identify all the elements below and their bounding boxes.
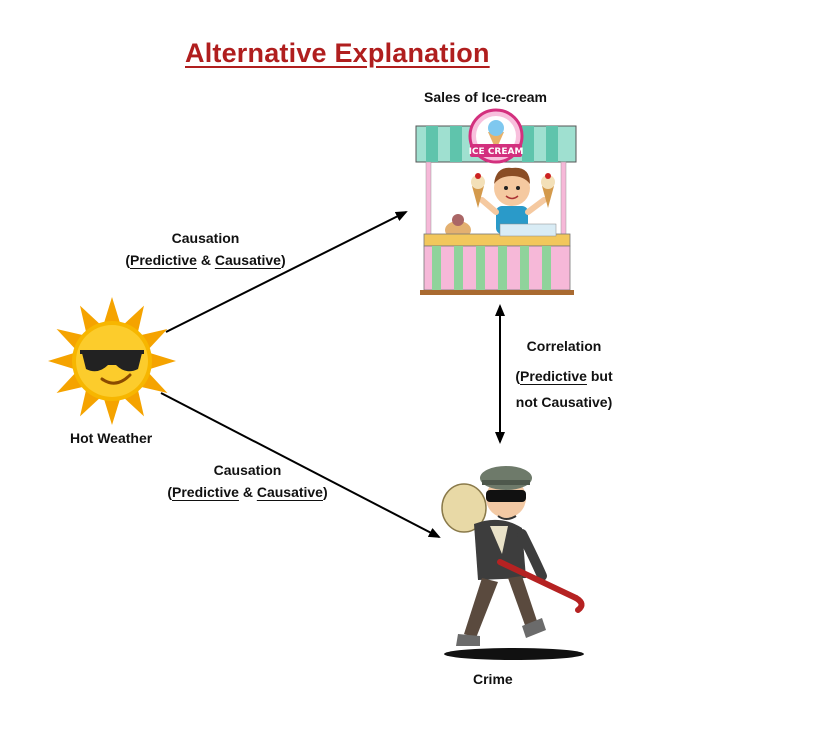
edge-label-correlation-line1: Correlation: [526, 338, 602, 354]
diagram-title: Alternative Explanation: [185, 38, 490, 68]
hot-weather-label: Hot Weather: [70, 430, 153, 446]
edge-label-correlation: Correlation (Predictive but not Causativ…: [504, 333, 624, 415]
edge-label-lower: Causation (Predictive & Causative): [160, 459, 335, 503]
burglar-icon: [441, 466, 585, 660]
edge-label-correlation-line2: (Predictive but: [515, 368, 613, 384]
edge-label-lower-line1: Causation: [213, 462, 282, 478]
edge-label-upper-line2: (Predictive & Causative): [125, 252, 286, 268]
edge-label-upper: Causation (Predictive & Causative): [118, 227, 293, 271]
ice-cream-sign-text: ICE CREAM: [469, 147, 524, 157]
arrow-weather-to-icecream: [165, 211, 408, 333]
crime-label: Crime: [473, 671, 513, 687]
sun-icon: [48, 297, 176, 425]
ice-cream-stand-icon: ICE CREAM: [415, 108, 577, 295]
arrow-weather-to-crime: [160, 392, 441, 538]
ice-cream-label: Sales of Ice-cream: [424, 89, 547, 105]
edge-label-correlation-line3: not Causative): [515, 394, 613, 410]
edge-label-lower-line2: (Predictive & Causative): [167, 484, 328, 500]
edge-label-upper-line1: Causation: [171, 230, 240, 246]
